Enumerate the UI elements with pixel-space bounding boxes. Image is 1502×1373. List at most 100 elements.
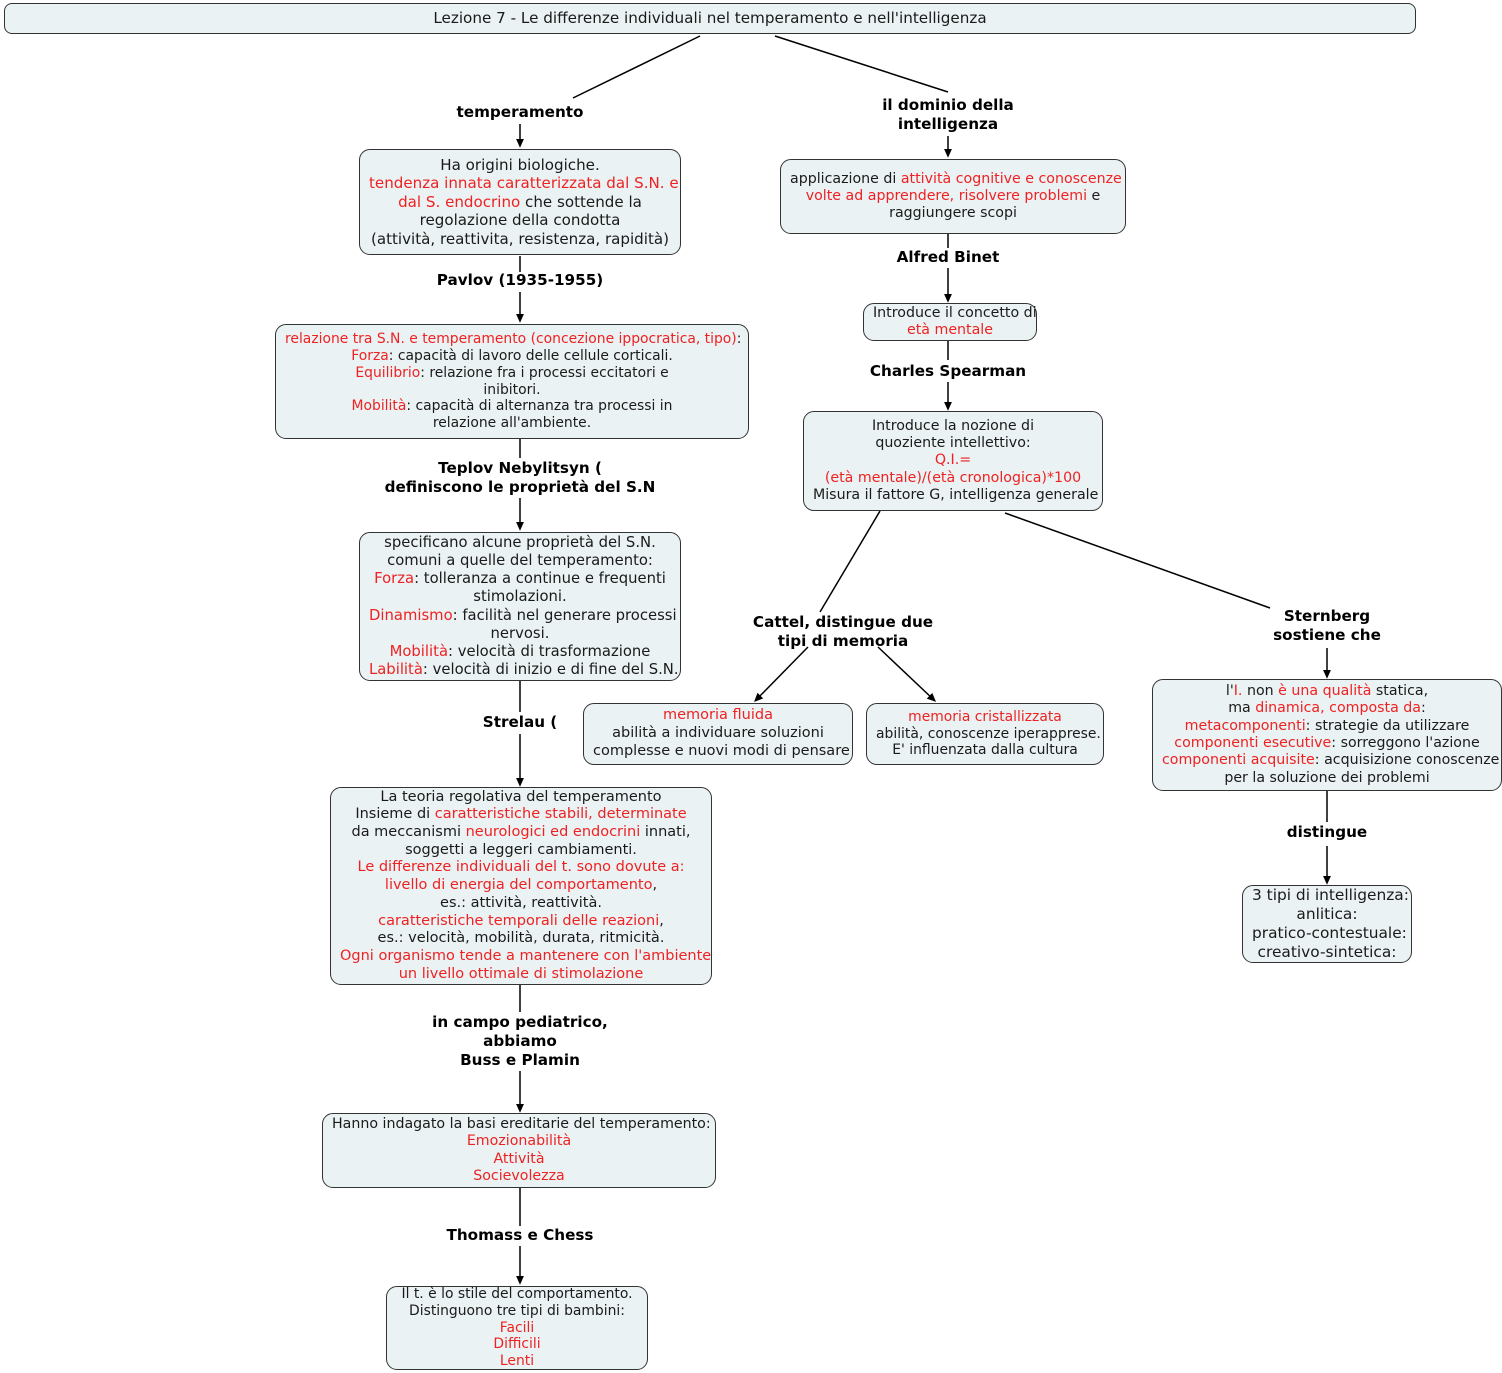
highlight-text: Forza	[374, 570, 415, 588]
highlight-text: Facili	[499, 1319, 535, 1336]
node-line: nervosi.	[369, 625, 671, 643]
node-line: Labilità: velocità di inizio e di fine d…	[369, 660, 679, 679]
node-thomass-chess-tipi-bambini: Il t. è lo stile del comportamento.Disti…	[386, 1286, 648, 1370]
edge-label-alfred-binet: Alfred Binet	[896, 248, 1000, 266]
node-line: Q.I.=	[813, 452, 1093, 469]
plain-text: creativo-sintetica:	[1257, 942, 1397, 961]
edge-label-strelau: Strelau (	[482, 713, 558, 731]
plain-text: comuni a quelle del temperamento:	[387, 552, 653, 570]
plain-text: statica,	[1371, 683, 1429, 700]
plain-text: Distinguono tre tipi di bambini:	[409, 1302, 625, 1319]
plain-text: per la soluzione dei problemi	[1224, 769, 1430, 786]
plain-text: 3 tipi di intelligenza:	[1252, 886, 1409, 905]
plain-text: Insieme di	[355, 806, 435, 823]
plain-text: : acquisizione conoscenze	[1314, 752, 1500, 769]
highlight-text: (età mentale)/(età cronologica)*100	[824, 469, 1082, 486]
node-line: Forza: tolleranza a continue e frequenti	[369, 570, 671, 588]
plain-text: innati,	[640, 824, 691, 841]
plain-text: Misura il fattore G, intelligenza genera…	[813, 486, 1099, 503]
map-title-text: Lezione 7 - Le differenze individuali ne…	[433, 9, 987, 28]
plain-text: da meccanismi	[351, 824, 466, 841]
plain-text: : relazione fra i processi eccitatori e	[420, 364, 669, 381]
plain-text: : capacità di lavoro delle cellule corti…	[388, 347, 673, 364]
highlight-text: Labilità	[369, 660, 423, 678]
node-line: complesse e nuovi modi di pensare	[593, 743, 850, 761]
node-line: specificano alcune proprietà del S.N.	[369, 534, 671, 552]
highlight-text: relazione tra S.N. e temperamento (conce…	[285, 330, 737, 347]
node-line: volte ad apprendere, risolvere problemi …	[790, 188, 1116, 205]
node-line: per la soluzione dei problemi	[1162, 770, 1492, 787]
plain-text: es.: attività, reattività.	[440, 894, 602, 911]
node-line: (età mentale)/(età cronologica)*100	[813, 470, 1093, 487]
highlight-text: dinamica, composta da	[1255, 700, 1421, 717]
plain-text: che sottende la	[520, 192, 642, 211]
node-line: Mobilità: velocità di trasformazione	[369, 643, 671, 661]
node-line: Ha origini biologiche.	[369, 156, 671, 174]
plain-text: stimolazioni.	[473, 588, 567, 606]
node-line: memoria fluida	[593, 707, 843, 725]
plain-text: Ha origini biologiche.	[440, 155, 600, 174]
highlight-text: Socievolezza	[473, 1167, 565, 1184]
edge-label-buss-plamin: in campo pediatrico, abbiamo Buss e Plam…	[432, 1013, 608, 1070]
plain-text: anlitica:	[1296, 905, 1358, 924]
node-line: Introduce il concetto di	[873, 305, 1037, 322]
highlight-text: componenti esecutive	[1174, 735, 1332, 751]
node-line: regolazione della condotta	[369, 211, 671, 229]
highlight-text: memoria cristallizzata	[908, 708, 1062, 725]
highlight-text: dal S. endocrino	[398, 192, 521, 211]
plain-text: Il t. è lo stile del comportamento.	[401, 1285, 633, 1302]
highlight-text: caratteristiche temporali delle reazioni	[378, 912, 660, 929]
edge-label-temperamento: temperamento	[456, 103, 584, 121]
node-line: tendenza innata caratterizzata dal S.N. …	[369, 174, 679, 192]
node-line: relazione all'ambiente.	[285, 415, 739, 432]
highlight-text: I.	[1233, 683, 1243, 700]
node-line: es.: velocità, mobilità, durata, ritmici…	[340, 930, 702, 948]
plain-text: : sorreggono l'azione	[1331, 735, 1480, 751]
plain-text: l'	[1225, 683, 1234, 700]
node-line: Ogni organismo tende a mantenere con l'a…	[340, 948, 711, 966]
plain-text: soggetti a leggeri cambiamenti.	[405, 841, 637, 858]
plain-text: complesse e nuovi modi di pensare	[593, 742, 850, 759]
node-line: es.: attività, reattività.	[340, 895, 702, 913]
node-line: pratico-contestuale:	[1252, 924, 1407, 943]
highlight-text: un livello ottimale di stimolazione	[398, 965, 644, 982]
node-line: componenti esecutive: sorreggono l'azion…	[1162, 735, 1492, 752]
plain-text: quoziente intellettivo:	[875, 435, 1031, 452]
highlight-text: livello di energia del comportamento	[384, 877, 653, 894]
node-line: Introduce la nozione di	[813, 418, 1093, 435]
node-line: Attività	[332, 1151, 706, 1168]
plain-text: ,	[652, 877, 658, 894]
plain-text: : velocità di trasformazione	[448, 642, 651, 660]
edge-label-teplov-nebylitsyn: Teplov Nebylitsyn ( definiscono le propr…	[384, 459, 656, 497]
node-line: Forza: capacità di lavoro delle cellule …	[285, 348, 739, 365]
plain-text: : tolleranza a continue e frequenti	[414, 570, 666, 588]
node-temperamento-definizione: Ha origini biologiche.tendenza innata ca…	[359, 149, 681, 255]
node-line: Il t. è lo stile del comportamento.	[396, 1286, 638, 1303]
plain-text: : strategie da utilizzare	[1305, 717, 1470, 734]
node-line: dal S. endocrino che sottende la	[369, 193, 671, 211]
edge-label-charles-spearman: Charles Spearman	[869, 362, 1027, 380]
highlight-text: è una qualità	[1278, 683, 1372, 700]
highlight-text: componenti acquisite	[1162, 752, 1315, 769]
highlight-text: Difficili	[493, 1336, 541, 1353]
node-teplov-proprieta-sn: specificano alcune proprietà del S.N.com…	[359, 532, 681, 681]
node-line: Emozionabilità	[332, 1133, 706, 1150]
node-line: inibitori.	[285, 382, 739, 399]
node-line: Misura il fattore G, intelligenza genera…	[813, 487, 1098, 504]
node-line: relazione tra S.N. e temperamento (conce…	[285, 330, 742, 348]
highlight-text: metacomponenti	[1184, 717, 1306, 734]
node-line: Insieme di caratteristiche stabili, dete…	[340, 806, 702, 824]
node-pavlov-proprieta: relazione tra S.N. e temperamento (conce…	[275, 324, 749, 439]
plain-text: relazione all'ambiente.	[432, 415, 592, 432]
plain-text: : capacità di alternanza tra processi in	[406, 398, 673, 415]
node-line: da meccanismi neurologici ed endocrini i…	[340, 824, 702, 842]
plain-text: : velocità di inizio e di fine del S.N.	[422, 660, 679, 678]
highlight-text: volte ad apprendere, risolvere problemi	[805, 187, 1088, 204]
node-buss-plamin-basi-ereditarie: Hanno indagato la basi ereditarie del te…	[322, 1113, 716, 1188]
node-line: La teoria regolativa del temperamento	[340, 789, 702, 807]
node-line: metacomponenti: strategie da utilizzare	[1162, 718, 1492, 735]
plain-text: :	[736, 330, 742, 347]
plain-text: Introduce il concetto di	[873, 304, 1037, 321]
node-line: componenti acquisite: acquisizione conos…	[1162, 752, 1499, 769]
